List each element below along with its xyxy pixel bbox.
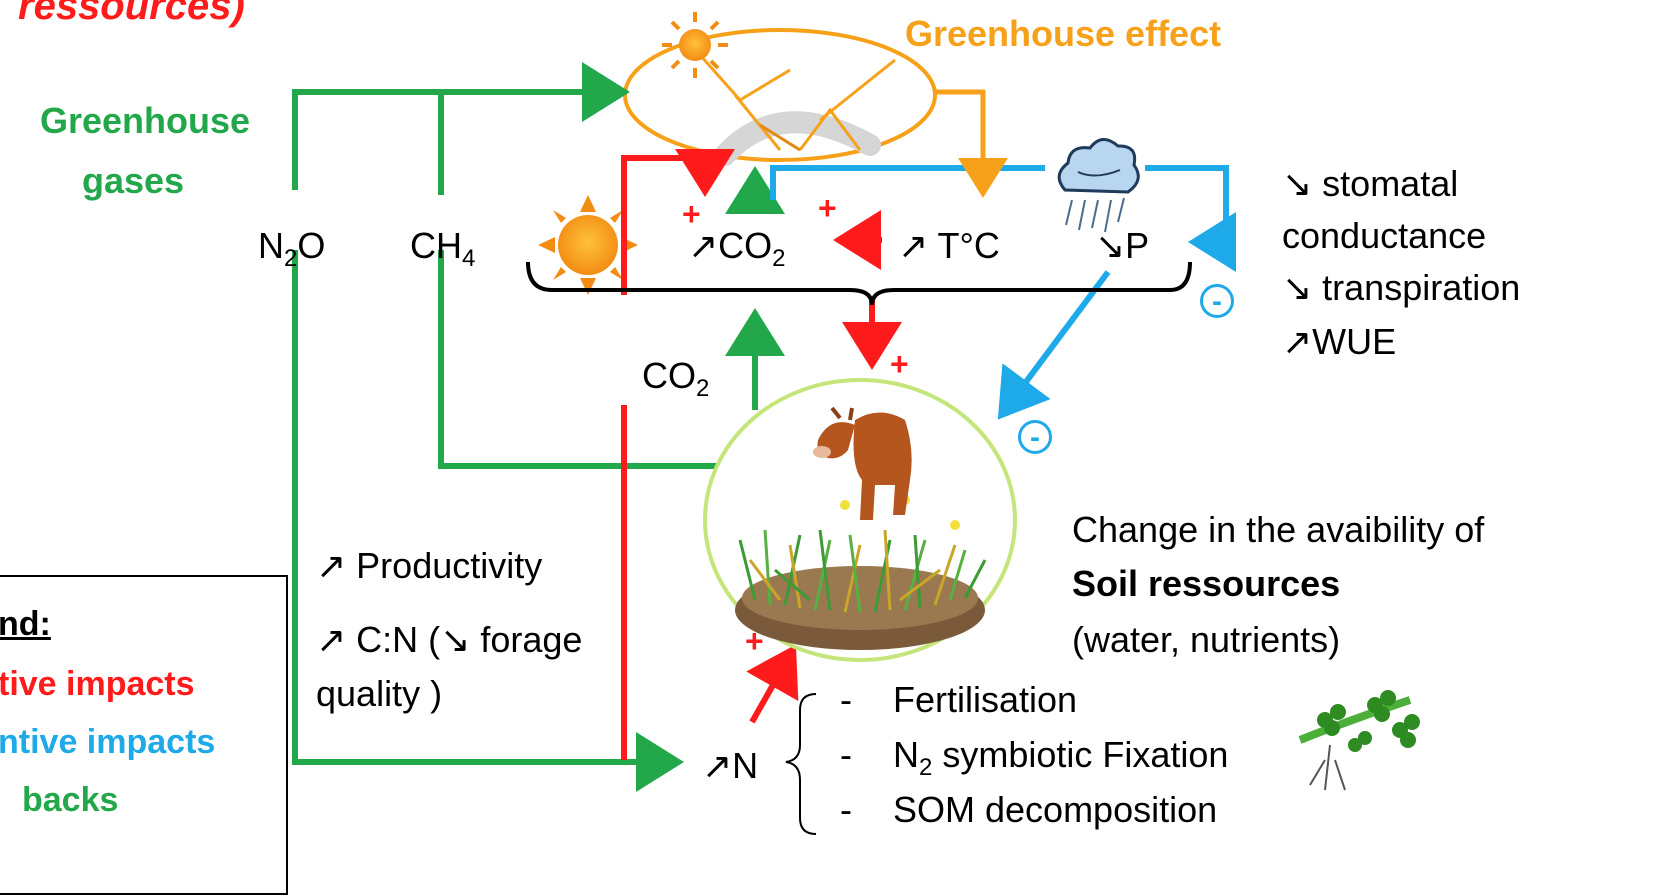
- grassland-icon: [735, 495, 987, 650]
- nitrogen-dash-3: -: [840, 789, 852, 830]
- plus-sign-nitrogen: +: [745, 623, 764, 659]
- co2-emission-label: CO2: [642, 355, 710, 402]
- plus-sign-ecosystem: +: [890, 346, 909, 382]
- positive-impact-lines: [621, 149, 902, 760]
- negative-impact-lines: [770, 165, 1236, 420]
- clover-icon: [1298, 690, 1420, 791]
- nitrogen-dash-1: -: [840, 679, 852, 720]
- stomatal-label: ↘ stomatal: [1282, 163, 1459, 204]
- legend-feedbacks: backs: [22, 781, 119, 819]
- temperature-increase-label: ↗ T°C: [898, 225, 1000, 266]
- precipitation-decrease-label: ↘P: [1095, 225, 1150, 266]
- cn-ratio-label: ↗ C:N (↘ forage: [316, 619, 583, 660]
- nitrogen-dash-2: -: [840, 734, 852, 775]
- legend-positive-impacts: tive impacts: [0, 665, 195, 703]
- transpiration-label: ↘ transpiration: [1282, 267, 1521, 308]
- climate-bracket: [526, 261, 1192, 306]
- greenhouse-gases-label-line2: gases: [82, 160, 185, 201]
- greenhouse-gases-label-line1: Greenhouse: [40, 100, 251, 141]
- symbiotic-fixation-label: N2 symbiotic Fixation: [893, 734, 1229, 781]
- legend-title: nd:: [0, 605, 51, 643]
- co2-increase-label: ↗CO2: [688, 225, 786, 272]
- greenhouse-to-temp-line: [935, 89, 1008, 198]
- nitrogen-increase-label: ↗N: [702, 745, 759, 786]
- soil-resources-detail: (water, nutrients): [1072, 619, 1341, 660]
- plus-sign-co2: +: [682, 196, 701, 232]
- conductance-label: conductance: [1282, 215, 1487, 256]
- forage-quality-label: quality ): [316, 673, 443, 714]
- soil-resources-label: Soil ressources: [1072, 563, 1341, 604]
- ghg-feedback-lines: [292, 62, 810, 792]
- greenhouse-ellipse: [623, 28, 937, 162]
- ch4-label: CH4: [410, 225, 476, 272]
- greenhouse-effect-label: Greenhouse effect: [905, 13, 1222, 54]
- plus-sign-temp: +: [818, 190, 837, 226]
- rain-cloud-icon: [1057, 138, 1140, 233]
- small-sun-icon: [662, 12, 728, 78]
- top-left-title-fragment: ressources): [18, 0, 245, 28]
- sun-icon: [538, 195, 638, 295]
- radiation-rays: [698, 54, 896, 152]
- fertilisation-label: Fertilisation: [893, 679, 1078, 720]
- legend-box: nd: tive impacts ntive impacts backs: [0, 575, 288, 895]
- minus-badge-precip: -: [1200, 284, 1234, 318]
- som-decomposition-label: SOM decomposition: [893, 789, 1218, 830]
- minus-badge-soil: -: [1018, 420, 1052, 454]
- wue-label: ↗WUE: [1282, 321, 1397, 362]
- nitrogen-brace: [785, 693, 817, 835]
- productivity-label: ↗ Productivity: [316, 545, 543, 586]
- legend-negative-impacts: ntive impacts: [0, 723, 216, 761]
- cow-icon: [813, 406, 912, 520]
- n2o-label: N2O: [258, 225, 326, 272]
- soil-change-label: Change in the avaibility of: [1072, 509, 1485, 550]
